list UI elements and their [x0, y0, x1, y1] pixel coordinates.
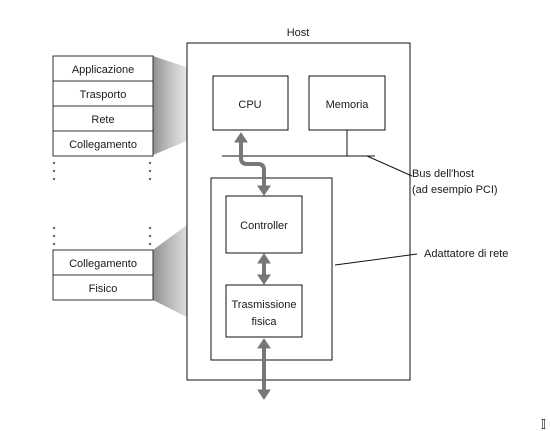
- stack-layer-link: [52, 130, 154, 157]
- controller-label: Controller: [240, 220, 288, 232]
- protocol-stack-top: Applicazione Trasporto Rete Collegamento: [52, 55, 154, 157]
- stack-layer-transport-label: Trasporto: [80, 89, 127, 101]
- memory-label: Memoria: [326, 99, 370, 111]
- bus-callout-line: [366, 155, 413, 177]
- controller-top-arrowhead: [257, 185, 271, 196]
- stack-layer-physical-label: Fisico: [89, 283, 118, 295]
- stack-continuation-dots: [52, 161, 152, 246]
- bus-callout-label-2: (ad esempio PCI): [412, 184, 498, 196]
- bus-callout-label-1: Bus dell'host: [412, 168, 474, 180]
- cpu-box: [212, 75, 289, 131]
- physical-transmission-box: [225, 284, 303, 338]
- stack-layer-physical: [52, 274, 154, 301]
- corner-glyph: 𝕀: [541, 417, 546, 431]
- controller-box: [225, 195, 303, 254]
- cpu-label: CPU: [238, 99, 261, 111]
- stack-layer-link-bottom: [52, 249, 154, 276]
- physical-top-arrowhead: [257, 274, 271, 285]
- network-arrowhead: [257, 389, 271, 400]
- cpu-arrowhead: [234, 132, 248, 143]
- stack-layer-application: [52, 55, 154, 82]
- stack-layer-link-bottom-label: Collegamento: [69, 258, 137, 270]
- stack-layer-network-label: Rete: [91, 114, 114, 126]
- stack-layer-network: [52, 105, 154, 132]
- physical-bottom-arrowhead: [257, 338, 271, 349]
- adapter-callout-line: [334, 253, 418, 266]
- adapter-callout-label: Adattatore di rete: [424, 248, 508, 260]
- stack-layer-link-label: Collegamento: [69, 139, 137, 151]
- physical-transmission-label-1: Trasmissione: [232, 299, 297, 311]
- controller-bottom-arrowhead: [257, 253, 271, 264]
- physical-transmission-label-2: fisica: [251, 316, 277, 328]
- data-path-arrows: [234, 132, 271, 400]
- host-title: Host: [287, 27, 310, 39]
- cpu-controller-arrow-shaft: [239, 142, 266, 186]
- stack-layer-application-label: Applicazione: [72, 64, 134, 76]
- memory-box: [308, 75, 386, 131]
- protocol-stack-bottom: Collegamento Fisico: [52, 249, 154, 301]
